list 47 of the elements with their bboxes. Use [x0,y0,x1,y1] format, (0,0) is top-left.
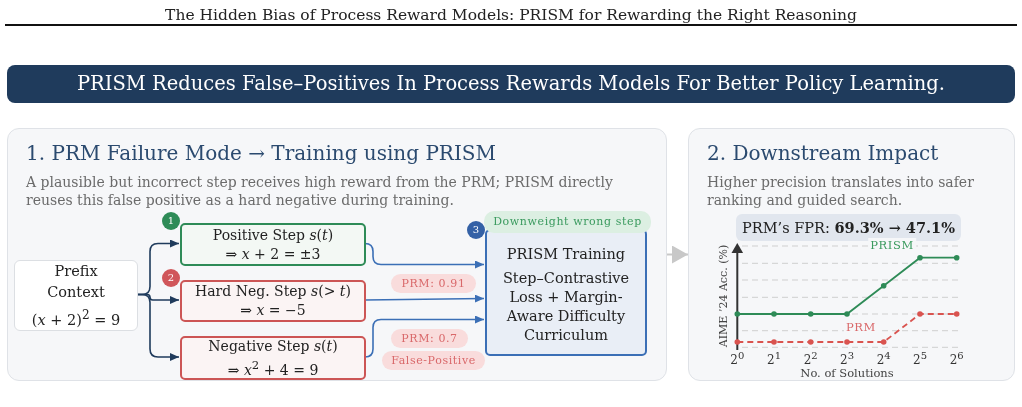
series-label: PRM [844,320,878,334]
section-description: A plausible but incorrect step receives high reward from the PRM; PRISM directly reuses this false positive as a hard negative during training. [26,173,614,209]
step-title: Positive Step s(t) [212,225,334,245]
step-number-badge: 2 [162,269,180,287]
page-title: The Hidden Bias of Process Reward Models: PRISM for Rewarding the Right Reasoning [165,5,857,25]
axis-title: No. of Solutions [800,366,894,380]
training-description: Step–Contrastive Loss + Margin-Aware Difficulty Curriculum [502,269,630,345]
flow-arrow [666,245,689,264]
training-box [485,229,647,356]
tick-label: 2$^{1}$ [767,349,781,367]
arrow [364,242,485,269]
tick-label: 2$^{4}$ [876,349,891,367]
arrow [364,294,485,303]
tick-label: 2$^{5}$ [913,349,927,367]
tick-label: 2$^{6}$ [949,349,964,367]
step-formula: ⇒ x = −5 [240,301,306,320]
section-heading: 2. Downstream Impact [707,140,939,166]
reward-score-tag: PRM: 0.7 [391,329,468,348]
metric-callout: PRM’s FPR: 69.3% → 47.1% [736,214,961,241]
downweight-tag: Downweight wrong step [484,211,651,233]
headline-banner: PRISM Reduces False–Positives In Process Rewards Models For Better Policy Learning. [7,65,1015,103]
step-formula: ⇒ x$^{2}$ + 4 = 9 [227,356,319,380]
step-number-badge: 3 [467,221,485,239]
step-title: Negative Step s(t) [208,336,338,356]
reward-score-tag: PRM: 0.91 [391,274,476,293]
tick-label: 2$^{0}$ [730,349,745,367]
false-positive-tag: False-Positive [382,351,485,370]
step-formula: ⇒ x + 2 = ±3 [225,244,321,264]
step-box [180,336,366,380]
step-number-badge: 1 [162,212,180,230]
series-label: PRISM [868,238,916,252]
tick-label: 2$^{3}$ [840,349,854,367]
tick-label: 2$^{2}$ [803,349,818,367]
context-heading: Prefix Context [46,261,106,302]
section-description: Higher precision translates into safer ranking and guided search. [707,173,975,209]
section-panel [7,128,667,381]
step-box [180,280,366,322]
training-heading: PRISM Training [506,245,626,264]
section-panel [688,128,1015,381]
section-heading: 1. PRM Failure Mode → Training using PRISM [26,140,496,166]
context-box [14,260,138,331]
arrow [136,293,180,361]
context-formula: (x + 2)$^{2}$ = 9 [31,306,121,330]
arrow [364,315,485,358]
step-title: Hard Neg. Step s(> t) [195,282,351,301]
step-box [180,223,366,266]
axis-title: AIME ’24 Acc. (%) [716,244,730,348]
